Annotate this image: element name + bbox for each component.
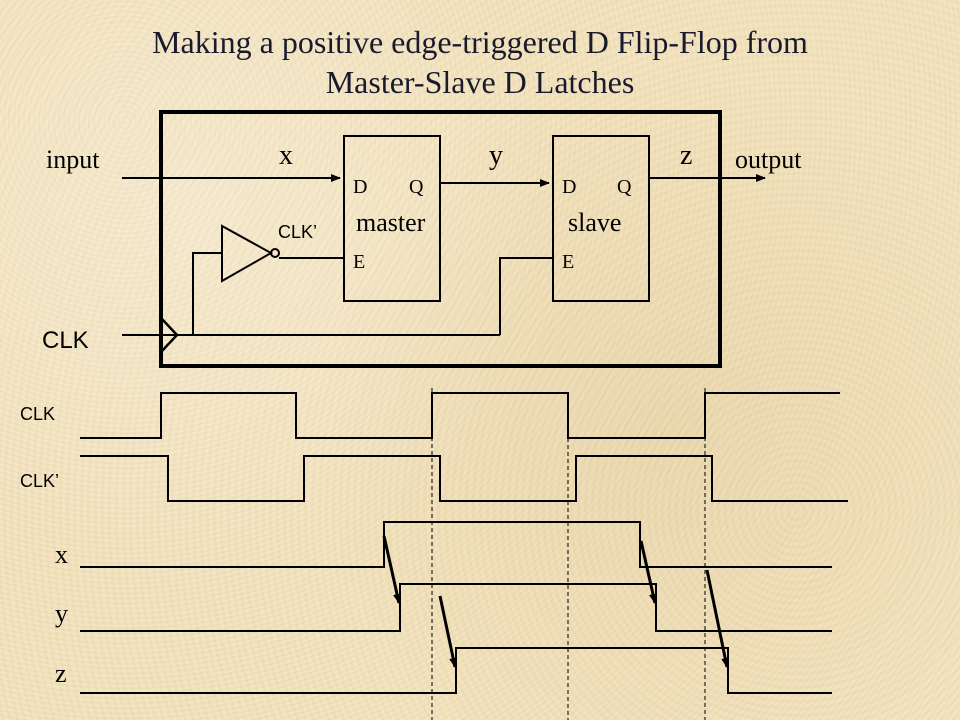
x-waveform	[80, 521, 832, 568]
title-line-1: Making a positive edge-triggered D Flip-…	[152, 24, 808, 60]
inverter-gate	[221, 224, 274, 283]
flip-flop-enclosure	[159, 110, 722, 368]
master-latch-box	[343, 135, 441, 302]
edge-reference-lines	[431, 388, 706, 720]
circuit-clk-prime-label: CLK’	[278, 222, 317, 242]
master-name: master	[356, 208, 426, 237]
output-label: output	[735, 145, 802, 174]
input-label: input	[46, 145, 100, 174]
y-to-z-arrow	[438, 595, 458, 668]
diagram-title: Making a positive edge-triggered D Flip-…	[0, 22, 960, 102]
clk-waveform	[80, 392, 840, 439]
wire-x-label: x	[279, 140, 293, 171]
x-to-y-arrow	[382, 535, 401, 604]
slave-d-pin: D	[562, 176, 576, 198]
clk-prime-waveform	[80, 455, 848, 502]
title-line-2: Master-Slave D Latches	[325, 64, 635, 100]
circuit-block	[122, 110, 766, 368]
z-waveform	[80, 647, 832, 694]
timing-clk-prime-label: CLK’	[20, 471, 59, 491]
master-d-pin: D	[353, 176, 367, 198]
inverter-input-wire	[192, 252, 222, 335]
inverter-bubble	[270, 248, 280, 258]
y-waveform	[80, 583, 832, 632]
master-e-pin: E	[353, 251, 365, 273]
x-to-y-arrow	[639, 540, 657, 604]
circuit-clk-label: CLK	[42, 327, 89, 354]
timing-clk-label: CLK	[20, 404, 55, 424]
slave-q-pin: Q	[617, 176, 632, 198]
slave-name: slave	[568, 208, 621, 237]
wire-y-label: y	[489, 140, 503, 171]
timing-z-label: z	[55, 659, 67, 688]
slave-enable-wire	[499, 257, 553, 335]
y-to-z-arrow	[705, 569, 730, 668]
timing-y-label: y	[55, 599, 68, 628]
timing-diagram	[80, 388, 848, 720]
slave-latch-box	[552, 135, 650, 302]
causality-arrows	[382, 535, 730, 668]
wire-z-label: z	[680, 140, 692, 171]
timing-x-label: x	[55, 540, 68, 569]
slave-e-pin: E	[562, 251, 574, 273]
master-q-pin: Q	[409, 176, 424, 198]
